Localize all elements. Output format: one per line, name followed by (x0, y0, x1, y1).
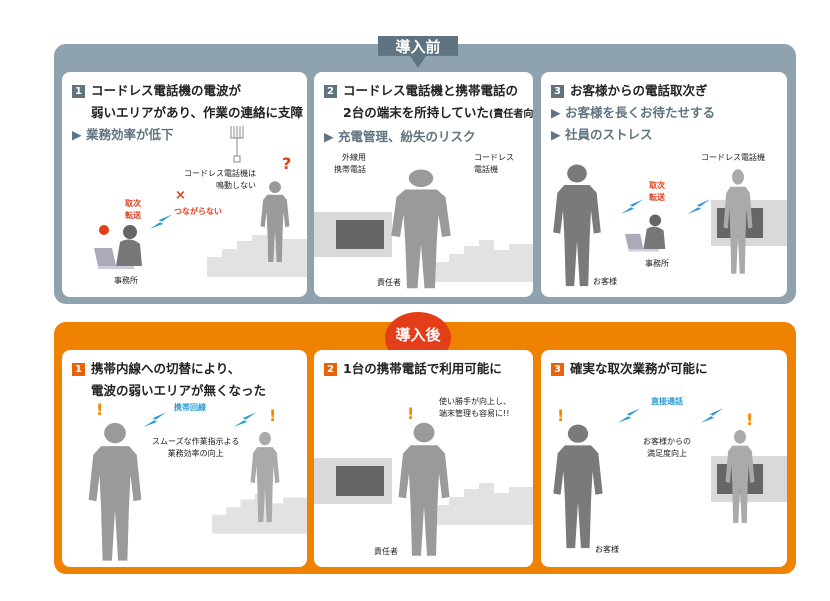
exclaim-icon: ! (269, 406, 277, 425)
worker-figure (248, 430, 282, 525)
worker-figure (721, 167, 755, 277)
title-line1: 確実な取次業務が可能に (570, 361, 708, 376)
after-panel-1: 1 携帯内線への切替により、 電波の弱いエリアが無くなった ! ! 携帯回線 スム… (62, 350, 307, 567)
bullet: 業務効率が低下 (85, 127, 174, 142)
number-badge: 2 (324, 85, 337, 98)
mobile-label: 外線用携帯電話 (334, 153, 366, 174)
cordless-label: コードレス電話機 (474, 153, 514, 174)
panel-title: 2 1台の携帯電話で利用可能に (324, 358, 502, 380)
direct-call-label: 直接通話 (651, 397, 683, 406)
transfer-label: 取次転送 (649, 181, 665, 202)
title-line1: コードレス電話機と携帯電話の (343, 83, 519, 98)
wall-silhouette (314, 212, 392, 257)
office-label: 事務所 (114, 276, 138, 285)
number-badge: 2 (324, 363, 337, 376)
panel-title: 3 確実な取次業務が可能に (551, 358, 708, 380)
title-line2: 電波の弱いエリアが無くなった (91, 383, 267, 398)
office-label: 事務所 (645, 259, 669, 268)
office-worker-figure (94, 225, 142, 269)
number-badge: 3 (551, 85, 564, 98)
after-panel-2: 2 1台の携帯電話で利用可能に 使い勝手が向上し、端末管理も容易に!! ! 責任者 (314, 350, 533, 567)
effect-label: スムーズな作業指示よる業務効率の向上 (152, 437, 240, 458)
number-badge: 1 (72, 363, 85, 376)
customer-label: お客様 (595, 545, 619, 554)
exclaim-icon: ! (96, 400, 104, 419)
bullet: 充電管理、紛失のリスク (337, 129, 476, 144)
worker-figure (258, 172, 292, 272)
title-line1: コードレス電話機の電波が (91, 83, 242, 98)
title-line2: 弱いエリアがあり、作業の連絡に支障 (91, 105, 304, 120)
exclaim-icon: ! (407, 404, 415, 423)
title-line1: 1台の携帯電話で利用可能に (343, 361, 502, 376)
exclaim-icon: ! (557, 406, 565, 425)
signal-bolt-icon (686, 197, 712, 217)
transfer-label: 取次転送 (125, 199, 141, 220)
title-line1: お客様からの電話取次ぎ (570, 83, 708, 98)
cross-icon: × (175, 188, 186, 203)
manager-label: 責任者 (377, 278, 401, 287)
cordless-label: コードレス電話機は鳴動しない (184, 169, 256, 190)
cordless-label: コードレス電話機 (701, 153, 765, 162)
satisfaction-label: お客様からの満足度向上 (643, 437, 691, 458)
customer-label: お客様 (593, 277, 617, 286)
bullet: 社員のストレス (564, 127, 653, 142)
customer-figure (549, 422, 607, 552)
mobile-line-label: 携帯回線 (174, 403, 206, 412)
manager-label: 責任者 (374, 547, 398, 556)
signal-bolt-icon (699, 406, 725, 426)
manager-figure (84, 420, 146, 565)
no-connect-label: つながらない (174, 207, 222, 216)
wall-silhouette (314, 458, 392, 504)
customer-figure (549, 162, 605, 290)
antenna-icon (230, 126, 244, 163)
title-note: (責任者向け) (488, 109, 533, 120)
title-line2: 2台の端末を所持していた (343, 105, 489, 120)
panel-title: 1 携帯内線への切替により、 電波の弱いエリアが無くなった (72, 358, 266, 402)
number-badge: 3 (551, 363, 564, 376)
question-icon: ? (282, 154, 292, 173)
title-line1: 携帯内線への切替により、 (91, 361, 241, 376)
manager-figure (386, 167, 456, 292)
after-panel-3: 3 確実な取次業務が可能に 直接通話 ! ! お客様からの満足度向上 お客様 (541, 350, 787, 567)
office-worker-figure (624, 214, 666, 252)
manager-figure (394, 420, 454, 560)
signal-bolt-icon (616, 406, 642, 426)
exclaim-icon: ! (746, 410, 754, 429)
usability-note: 使い勝手が向上し、端末管理も容易に!! (439, 397, 511, 418)
signal-bolt-icon (232, 410, 258, 430)
worker-figure (723, 428, 757, 526)
number-badge: 1 (72, 85, 85, 98)
bullet: お客様を長くお待たせする (564, 105, 715, 120)
